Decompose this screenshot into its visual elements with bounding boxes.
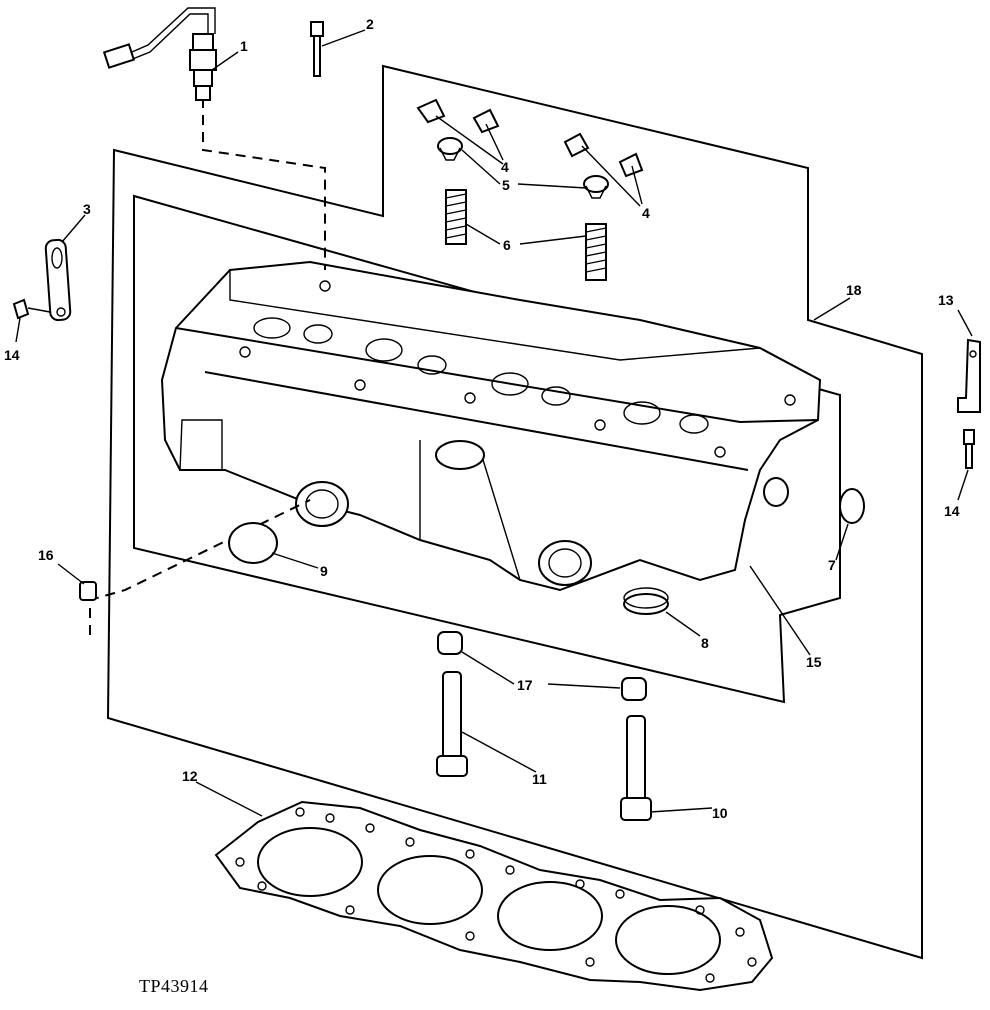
callout-13: 13: [938, 292, 954, 308]
lift-bracket-left: [12, 238, 72, 322]
inner-panel: [133, 194, 841, 704]
valve-stem-seals: [437, 631, 647, 701]
callout-2: 2: [366, 16, 374, 32]
callout-14-right: 14: [944, 503, 960, 519]
callout-8: 8: [701, 635, 709, 651]
outer-panel: [106, 64, 923, 960]
leader-lines: [15, 29, 973, 817]
callout-5: 5: [502, 177, 510, 193]
cap-screw: [310, 21, 324, 77]
callout-14-left: 14: [4, 347, 20, 363]
valve-keepers: [416, 98, 644, 178]
callout-11: 11: [532, 771, 547, 787]
valve-guide-exhaust: [620, 715, 652, 821]
pipe-plug: [79, 581, 97, 601]
alignment-line-plug: [89, 499, 311, 635]
expansion-plug-left: [228, 522, 278, 564]
callout-10: 10: [712, 805, 728, 821]
expansion-plug-right: [839, 488, 865, 524]
callout-16: 16: [38, 547, 54, 563]
head-gasket: [214, 800, 774, 992]
lift-bracket-right: [957, 338, 981, 469]
callout-3: 3: [83, 201, 91, 217]
alignment-line-sensor: [202, 98, 326, 270]
figure-code: TP43914: [139, 976, 209, 996]
callout-18: 18: [846, 282, 862, 298]
callout-4-left: 4: [501, 159, 509, 175]
valve-springs: [445, 189, 607, 281]
callout-6: 6: [503, 237, 511, 253]
valve-seat-insert: [623, 587, 669, 615]
callout-12: 12: [182, 768, 198, 784]
callout-1: 1: [240, 38, 248, 54]
callout-9: 9: [320, 563, 328, 579]
callout-7: 7: [828, 557, 836, 573]
cylinder-head: [160, 260, 822, 592]
valve-guide-intake: [436, 671, 468, 777]
spring-retainers: [437, 137, 609, 199]
temperature-sensor: [102, 7, 217, 101]
callout-15: 15: [806, 654, 822, 670]
callout-4-right: 4: [642, 205, 650, 221]
callout-17: 17: [517, 677, 533, 693]
